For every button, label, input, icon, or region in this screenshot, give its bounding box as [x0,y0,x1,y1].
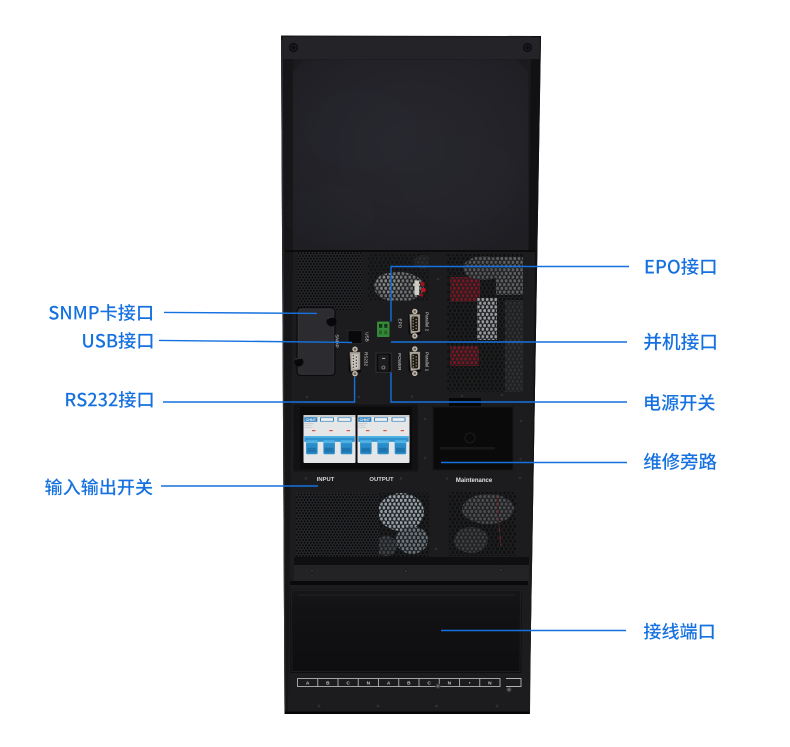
svg-text:B: B [407,681,411,687]
svg-text:N: N [488,681,492,687]
svg-text:EPO: EPO [398,319,403,329]
svg-text:CHNT: CHNT [306,418,317,422]
svg-text:RS232: RS232 [364,352,369,366]
svg-text:INPUT: INPUT [317,477,335,483]
svg-text:C: C [427,681,431,687]
svg-text:B: B [326,681,330,687]
svg-text:Parallel 1: Parallel 1 [425,352,430,372]
svg-text:N: N [367,681,371,687]
svg-text:A: A [387,681,391,687]
svg-text:Maintenance: Maintenance [456,478,493,484]
svg-text:SNMP: SNMP [335,334,340,347]
svg-text:N: N [448,681,452,687]
svg-text:CHNT: CHNT [360,418,371,422]
svg-text:•: • [469,682,471,687]
svg-text:Parallel 2: Parallel 2 [425,312,430,332]
svg-text:OUTPUT: OUTPUT [369,477,394,483]
svg-text:USB: USB [365,332,370,341]
svg-text:C: C [346,681,350,687]
svg-text:POWER: POWER [397,353,402,371]
svg-text:A: A [306,681,310,687]
